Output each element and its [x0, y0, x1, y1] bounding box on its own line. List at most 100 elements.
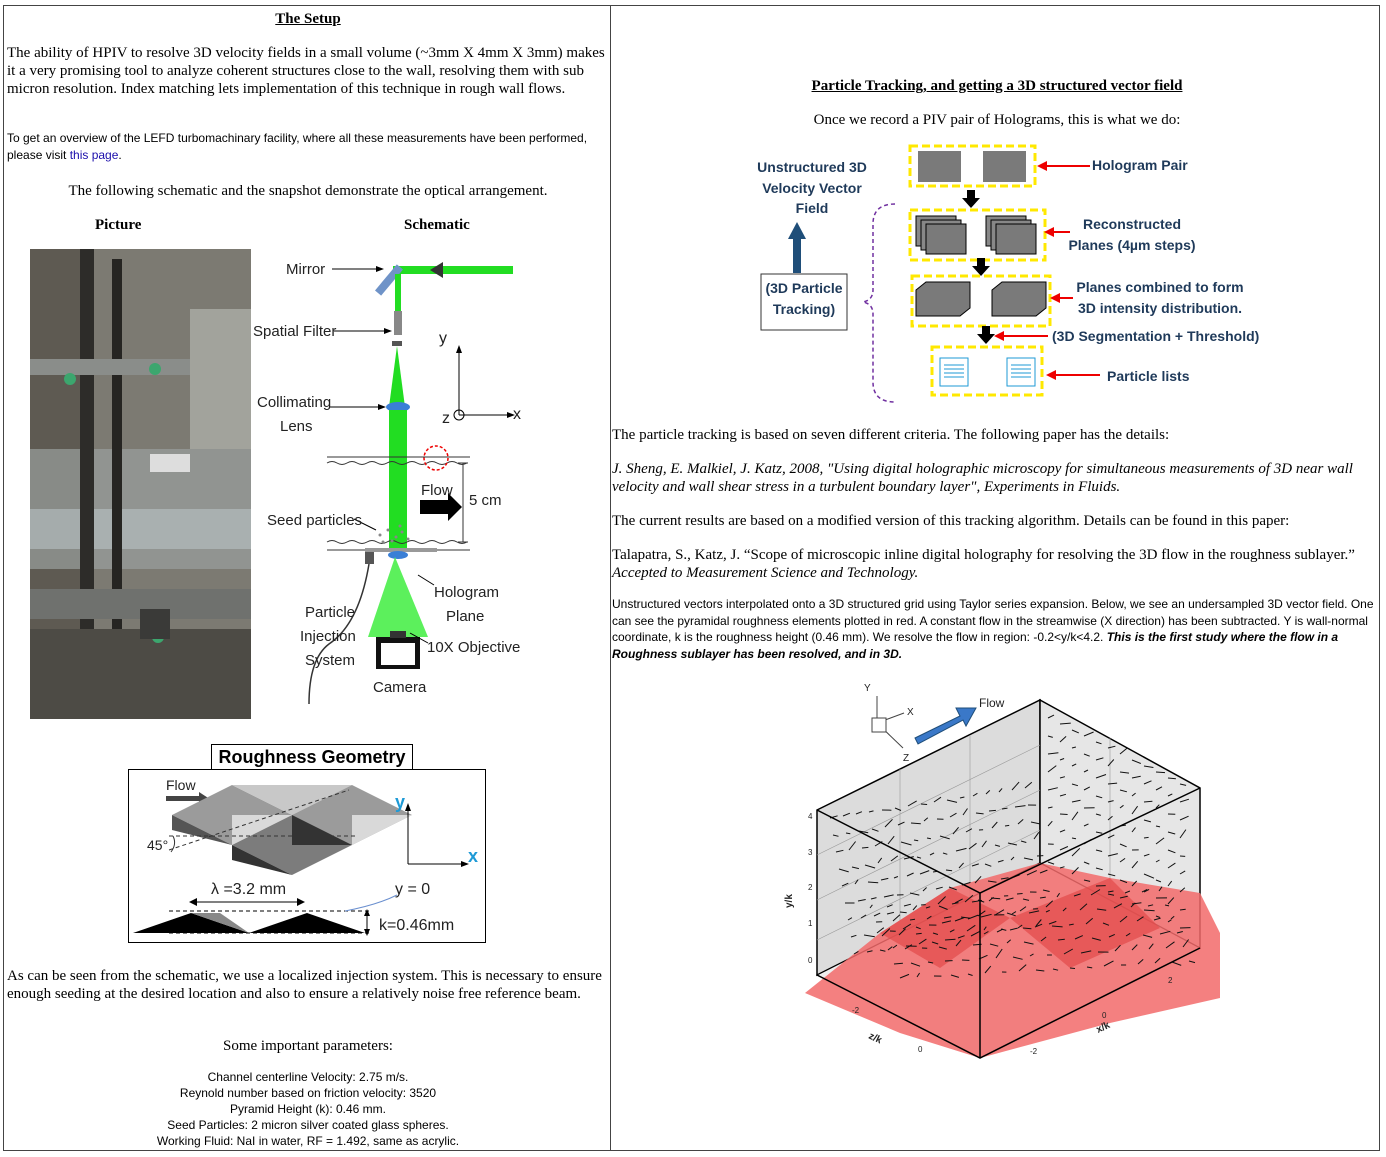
vector-arrow	[1029, 953, 1034, 957]
vector-arrow	[918, 938, 927, 945]
vector-arrow	[1167, 849, 1176, 854]
setup-title: The Setup	[275, 11, 341, 27]
vector-arrow	[925, 906, 931, 909]
vector-arrow	[1047, 765, 1057, 773]
plot-x-label: X	[907, 707, 914, 718]
vector-arrow	[1165, 941, 1175, 949]
vector-arrow	[1125, 932, 1131, 937]
vector-arrow	[860, 914, 867, 919]
vector-arrow	[1095, 795, 1103, 799]
vector-arrow	[1107, 890, 1114, 893]
vector-arrow	[1143, 800, 1153, 803]
vector-arrow	[864, 864, 876, 869]
vector-arrow	[900, 841, 912, 846]
vector-arrow	[861, 846, 869, 849]
vector-arrow	[1071, 811, 1079, 821]
vector-arrow	[1071, 847, 1081, 857]
vector-arrow	[935, 886, 943, 890]
vector-arrow	[1107, 745, 1116, 749]
vector-arrow	[1131, 775, 1141, 779]
roughness-y-axis: y	[395, 792, 405, 812]
vector-arrow	[886, 904, 893, 908]
criteria-paragraph: The particle tracking is based on seven …	[612, 427, 1170, 443]
vector-arrow	[858, 830, 869, 834]
vector-arrow	[1155, 859, 1160, 863]
vector-arrow	[1059, 776, 1066, 779]
vector-arrow	[916, 856, 922, 859]
vector-arrow	[1023, 941, 1034, 945]
vector-arrow	[1130, 902, 1136, 908]
vector-arrow	[1059, 829, 1066, 833]
vector-arrow	[1102, 922, 1110, 926]
vector-arrow	[1179, 798, 1190, 803]
plot-yk-label: y/k	[784, 894, 795, 908]
plot-z-label: Z	[903, 753, 909, 764]
schematic-intro: The following schematic and the snapshot…	[68, 183, 548, 199]
roughness-y0: y = 0	[395, 881, 430, 898]
plot-xtick: 2	[1168, 976, 1173, 985]
label-z-axis: z	[442, 410, 450, 427]
param-item: Pyramid Height (k): 0.46 mm.	[229, 1102, 387, 1116]
params-list: Channel centerline Velocity: 2.75 m/s. R…	[8, 1069, 608, 1149]
vector-arrow	[939, 835, 950, 840]
vector-arrow	[1155, 915, 1161, 918]
paper-reference-1: J. Sheng, E. Malkiel, J. Katz, 2008, "Us…	[612, 461, 1353, 495]
vector-arrow	[1011, 781, 1020, 791]
vector-arrow	[1188, 960, 1196, 964]
plot-xtick: -2	[1030, 1047, 1038, 1056]
picture-heading: Picture	[95, 217, 142, 233]
vector-arrow	[1143, 836, 1149, 839]
vector-arrow	[1131, 860, 1139, 869]
particle-lists-label: Particle lists	[1107, 368, 1190, 384]
vector-arrow	[1137, 959, 1144, 965]
vector-arrow	[857, 899, 866, 902]
vector-arrow	[1155, 771, 1166, 774]
vector-arrow	[1153, 917, 1161, 921]
vector-arrow	[922, 887, 927, 892]
vector-arrow	[1016, 893, 1023, 895]
vector-arrow	[870, 897, 877, 900]
vector-arrow	[910, 822, 921, 825]
vector-arrow	[898, 928, 906, 936]
vector-arrow	[847, 917, 853, 921]
vector-arrow	[884, 818, 893, 828]
vector-arrow	[923, 817, 929, 822]
vector-arrow	[949, 929, 955, 933]
vector-arrow	[1155, 825, 1161, 828]
vector-arrow	[832, 834, 839, 837]
vector-arrow	[1086, 966, 1093, 969]
vector-arrow	[1131, 902, 1142, 905]
vector-arrow	[1071, 783, 1079, 787]
vector-arrow	[842, 812, 851, 817]
vector-arrow	[1071, 837, 1077, 840]
this-page-link[interactable]: this page	[69, 148, 119, 162]
vector-arrow	[1022, 898, 1030, 901]
vector-arrow	[1047, 820, 1053, 827]
vector-arrow	[915, 926, 921, 930]
vector-arrow	[879, 949, 886, 952]
vector-arrow	[1045, 900, 1054, 908]
vector-arrow	[1014, 805, 1026, 808]
vector-arrow	[873, 912, 881, 917]
combined-label-2: 3D intensity distribution.	[1078, 300, 1242, 316]
param-item: Reynold number based on friction velocit…	[179, 1086, 437, 1100]
vector-arrow	[850, 934, 857, 938]
vector-arrow	[974, 875, 982, 884]
plot-ytick: 4	[808, 812, 813, 821]
vector-arrow	[867, 881, 879, 884]
vector-arrow	[1143, 819, 1152, 823]
vector-arrow	[926, 915, 932, 920]
vector-arrow	[868, 810, 874, 813]
vector-arrow	[866, 950, 873, 953]
vector-arrow	[877, 857, 883, 864]
vector-arrow	[907, 800, 917, 807]
vector-arrow	[916, 972, 921, 978]
vector-arrow	[937, 896, 946, 905]
vector-arrow	[981, 840, 987, 848]
label-camera: Camera	[373, 679, 427, 696]
vector-arrow	[915, 932, 922, 935]
vector-arrow	[1004, 824, 1010, 827]
vector-arrow	[1159, 930, 1171, 935]
vector-arrow	[841, 882, 849, 887]
unstructured-label-2: Velocity Vector	[762, 180, 862, 196]
